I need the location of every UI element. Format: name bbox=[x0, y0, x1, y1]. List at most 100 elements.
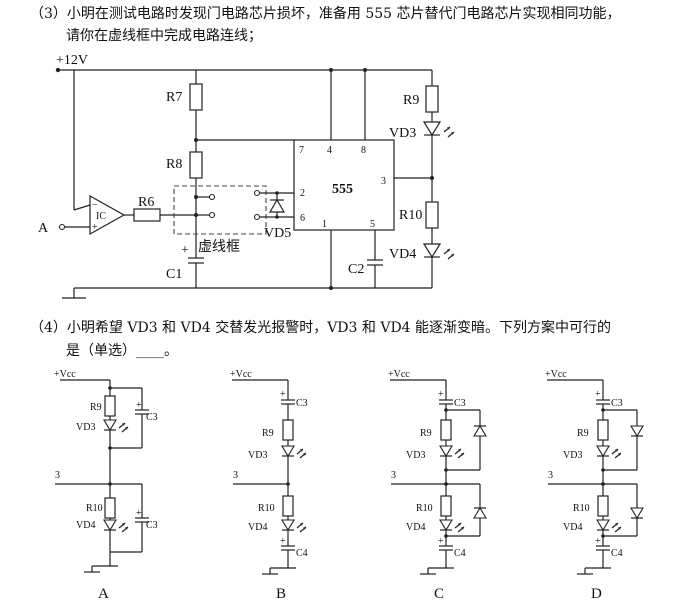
led-vd3-light-arrow bbox=[614, 452, 622, 459]
node-3-label: 3 bbox=[391, 470, 396, 481]
dashed-box bbox=[173, 185, 267, 235]
svg-text:3: 3 bbox=[381, 176, 386, 187]
r10-label: R10 bbox=[416, 503, 433, 514]
option-c-letter: C bbox=[434, 586, 444, 602]
terminal-right-top bbox=[253, 189, 261, 197]
resistor-r10 bbox=[597, 495, 609, 517]
led-vd3-light-arrow bbox=[121, 426, 129, 433]
vd4-label: VD4 bbox=[406, 522, 425, 533]
chip-555-label: 555 bbox=[332, 182, 353, 197]
vcc-label: +Vcc bbox=[54, 369, 76, 380]
svg-text:+: + bbox=[438, 536, 444, 547]
vd5-label: VD5 bbox=[264, 226, 291, 241]
question4-line2: 是（单选）____。 bbox=[66, 343, 178, 359]
svg-text:5: 5 bbox=[370, 219, 375, 230]
resistor-r9 bbox=[104, 395, 116, 417]
svg-text:+: + bbox=[280, 536, 286, 547]
c4-label: C4 bbox=[454, 548, 466, 559]
r9-label: R9 bbox=[403, 93, 419, 108]
c1-label: C1 bbox=[166, 267, 182, 282]
svg-text:+: + bbox=[438, 389, 444, 400]
svg-text:1: 1 bbox=[322, 219, 327, 230]
c3-top-label: C3 bbox=[146, 412, 158, 423]
terminal-right-bottom bbox=[253, 213, 261, 221]
led-vd3 bbox=[439, 445, 453, 458]
vcc-label: +Vcc bbox=[230, 369, 252, 380]
led-vd4 bbox=[439, 519, 453, 532]
r6-label: R6 bbox=[138, 195, 154, 210]
question3-line2: 请你在虚线框中完成电路连线； bbox=[66, 28, 262, 44]
resistor-r9 bbox=[425, 85, 439, 113]
vd4-label: VD4 bbox=[389, 247, 416, 262]
r10-label: R10 bbox=[258, 503, 275, 514]
led-vd3-light-arrow bbox=[611, 448, 619, 455]
option-b-letter: B bbox=[276, 586, 286, 602]
diode-vd5 bbox=[268, 198, 286, 213]
input-a-label: A bbox=[38, 221, 49, 236]
led-vd3 bbox=[281, 445, 295, 458]
supply-label: +12V bbox=[56, 53, 88, 68]
vd4-label: VD4 bbox=[76, 520, 95, 531]
svg-text:+: + bbox=[136, 400, 142, 411]
resistor-r10 bbox=[282, 495, 294, 517]
question3-line1: （3）小明在测试电路时发现门电路芯片损坏，准备用 555 芯片替代门电路芯片实现… bbox=[30, 6, 621, 22]
vd3-label: VD3 bbox=[406, 450, 425, 461]
c2-label: C2 bbox=[348, 262, 364, 277]
led-vd3-light-arrow bbox=[454, 448, 462, 455]
svg-text:+: + bbox=[280, 389, 286, 400]
vcc-label: +Vcc bbox=[545, 369, 567, 380]
chip-555 bbox=[293, 139, 395, 231]
terminal-left-bottom bbox=[208, 211, 216, 219]
led-vd3-light-arrow bbox=[457, 452, 465, 459]
vd3-label: VD3 bbox=[389, 126, 416, 141]
vd4-label: VD4 bbox=[563, 522, 582, 533]
resistor-r6 bbox=[133, 208, 161, 222]
ic-label: IC bbox=[96, 211, 106, 222]
led-vd4-light-arrow bbox=[299, 526, 307, 533]
led-vd4-light-arrow bbox=[118, 522, 126, 529]
vcc-label: +Vcc bbox=[388, 369, 410, 380]
r8-label: R8 bbox=[166, 157, 182, 172]
svg-text:6: 6 bbox=[300, 213, 305, 224]
led-vd4 bbox=[281, 519, 295, 532]
r7-label: R7 bbox=[166, 90, 182, 105]
resistor-r9 bbox=[440, 419, 452, 441]
svg-text:+: + bbox=[92, 222, 98, 233]
node-3-label: 3 bbox=[55, 470, 60, 481]
main-circuit: +12V R7 R8 + C1 IC − + A bbox=[38, 53, 455, 299]
r9-label: R9 bbox=[577, 428, 589, 439]
option-circuits: +Vcc3R9VD3+C3R10VD4+C3A+Vcc3+C3R9VD3R10V… bbox=[54, 369, 644, 602]
svg-text:7: 7 bbox=[299, 145, 304, 156]
svg-text:−: − bbox=[92, 200, 98, 211]
led-vd4-light-arrow bbox=[296, 522, 304, 529]
diode-parallel-bottom bbox=[473, 506, 487, 519]
led-vd3-light-arrow bbox=[299, 452, 307, 459]
vd3-label: VD3 bbox=[563, 450, 582, 461]
r10-label: R10 bbox=[399, 208, 422, 223]
led-vd3-light-arrow bbox=[296, 448, 304, 455]
svg-text:+: + bbox=[136, 508, 142, 519]
diode-parallel-top bbox=[473, 424, 487, 437]
input-a-terminal bbox=[58, 223, 66, 231]
led-vd3 bbox=[596, 445, 610, 458]
resistor-r10 bbox=[104, 497, 116, 519]
led-vd4-light-arrow bbox=[121, 526, 129, 533]
r9-label: R9 bbox=[420, 428, 432, 439]
dashed-box-label: 虚线框 bbox=[198, 239, 240, 255]
r10-label: R10 bbox=[86, 503, 103, 514]
question4-line1: （4）小明希望 VD3 和 VD4 交替发光报警时，VD3 和 VD4 能逐渐变… bbox=[30, 320, 612, 336]
node-3-label: 3 bbox=[233, 470, 238, 481]
resistor-r8 bbox=[189, 151, 203, 179]
c3-label: C3 bbox=[611, 398, 623, 409]
c3-label: C3 bbox=[296, 398, 308, 409]
svg-text:+: + bbox=[181, 243, 189, 258]
vd4-label: VD4 bbox=[248, 522, 267, 533]
svg-text:8: 8 bbox=[361, 145, 366, 156]
led-vd4-light-arrow bbox=[614, 526, 622, 533]
svg-text:4: 4 bbox=[327, 145, 332, 156]
svg-text:+: + bbox=[595, 389, 601, 400]
vd3-label: VD3 bbox=[76, 422, 95, 433]
